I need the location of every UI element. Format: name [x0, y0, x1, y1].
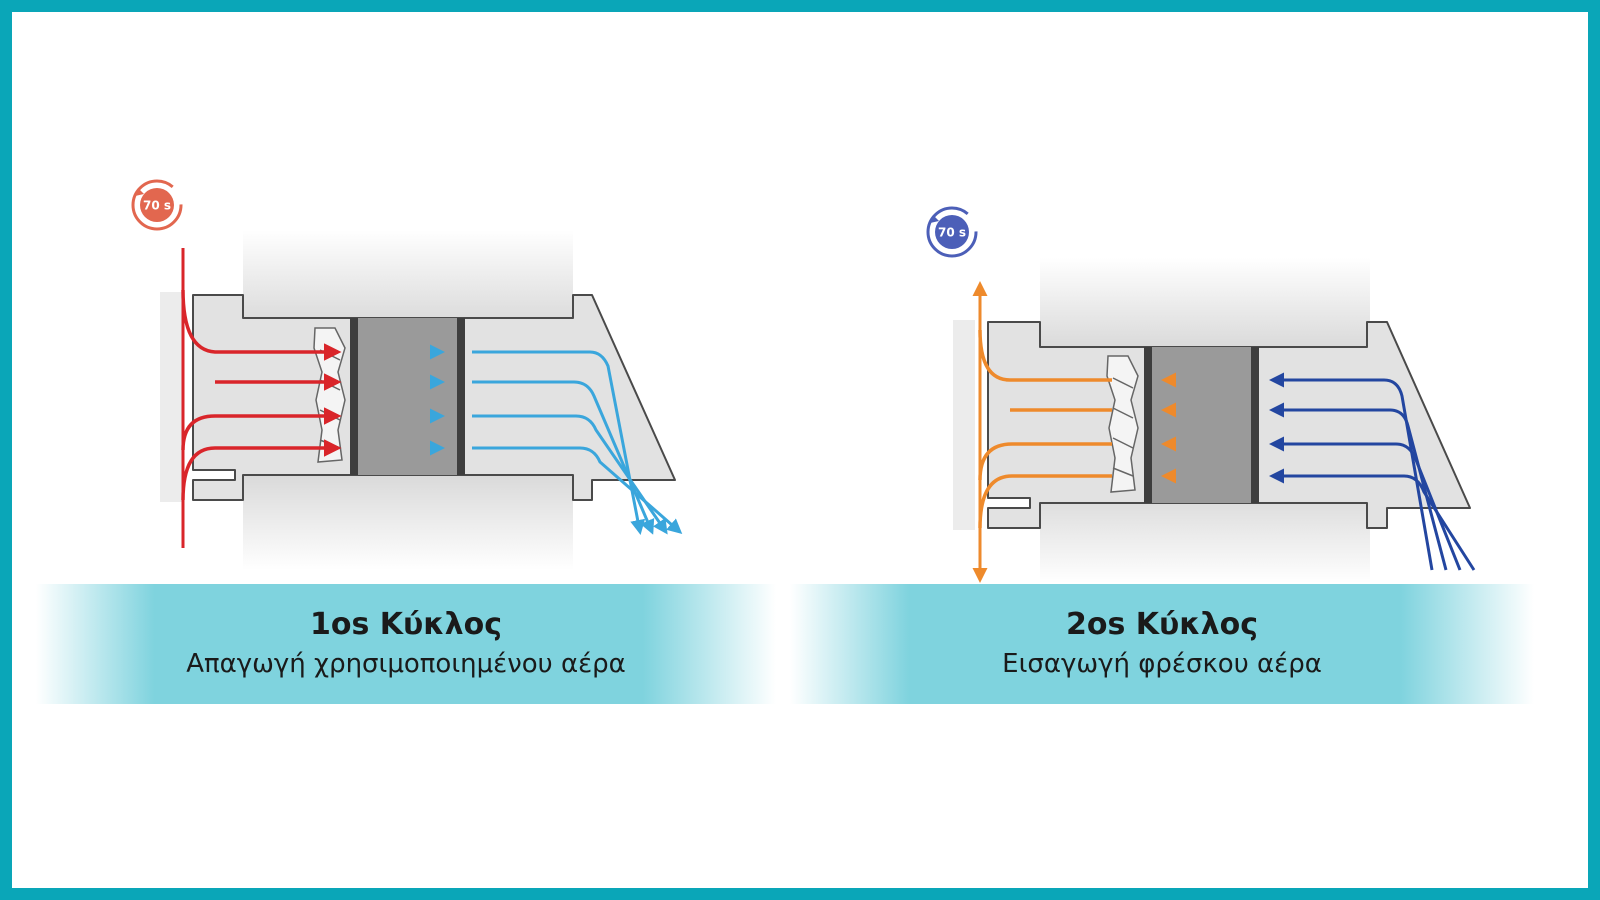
inner-wall-plate: [953, 320, 975, 530]
cycle-2-timer-label: 70 s: [938, 226, 966, 240]
exhaust-cooled-air-arrows: [472, 350, 683, 535]
cycle-2-caption-band: 2os Κύκλος Εισαγωγή φρέσκου αέρα: [790, 584, 1534, 704]
fan-icon: [1106, 355, 1139, 493]
arrow-right-icon: [362, 344, 445, 456]
incoming-fresh-air-arrows: [1269, 372, 1476, 571]
outgoing-warm-air-arrows: [181, 289, 342, 501]
cycle-1-timer-label: 70 s: [143, 199, 171, 213]
incoming-warmed-air-arrows: [978, 329, 1112, 529]
cycle-1-subtitle: Απαγωγή χρησιμοποιημένου αέρα: [186, 649, 626, 679]
cycle-2-svg: 70 s: [926, 206, 1476, 583]
cycle-2-title: 2os Κύκλος: [1066, 607, 1258, 642]
cycle-2-subtitle: Εισαγωγή φρέσκου αέρα: [1002, 649, 1322, 679]
cycle-1-caption-band: 1os Κύκλος Απαγωγή χρησιμοποιημένου αέρα: [36, 584, 776, 704]
timer-icon: 70 s: [131, 179, 183, 231]
ceramic-heat-exchanger-icon: [1144, 347, 1259, 503]
cycle-1-svg: 70 s: [131, 179, 683, 570]
timer-icon: 70 s: [926, 206, 978, 258]
inner-wall-plate: [160, 292, 182, 502]
cycle-1-title: 1os Κύκλος: [310, 607, 502, 642]
arrow-left-icon: [1161, 372, 1244, 484]
